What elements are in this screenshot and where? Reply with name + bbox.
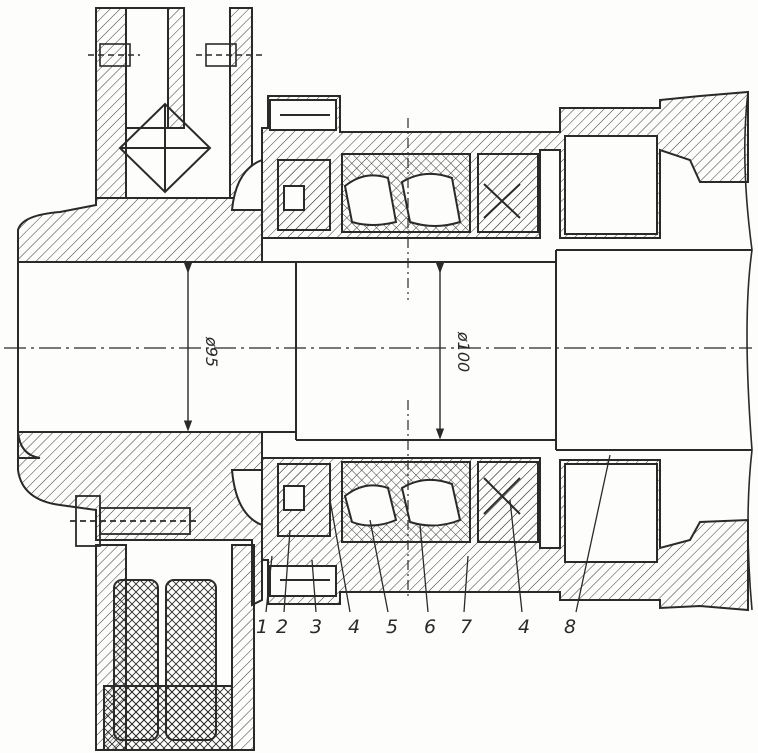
callout-4b: 4: [518, 616, 530, 638]
bearing-lower: [277, 400, 539, 600]
callout-8: 8: [564, 616, 576, 638]
callout-6: 6: [424, 616, 436, 638]
bearing-upper: [277, 118, 539, 300]
callout-3: 3: [310, 616, 322, 638]
callout-5: 5: [386, 616, 398, 638]
dim-100-label: ø100: [454, 331, 473, 372]
upper-flange: [95, 7, 253, 199]
flange-roller-upper: [118, 102, 212, 194]
hub-upper: [17, 187, 263, 263]
callout-4a: 4: [348, 616, 360, 638]
leader-lines: [265, 454, 611, 613]
callout-1: 1: [256, 616, 268, 638]
shaft: [17, 249, 752, 459]
dim-95-label: ø95: [202, 336, 221, 367]
lower-flange: [95, 544, 255, 751]
lower-bolt: [70, 495, 196, 547]
callout-2: 2: [276, 616, 288, 638]
upper-bolts: [88, 43, 262, 67]
callout-7: 7: [460, 616, 472, 638]
